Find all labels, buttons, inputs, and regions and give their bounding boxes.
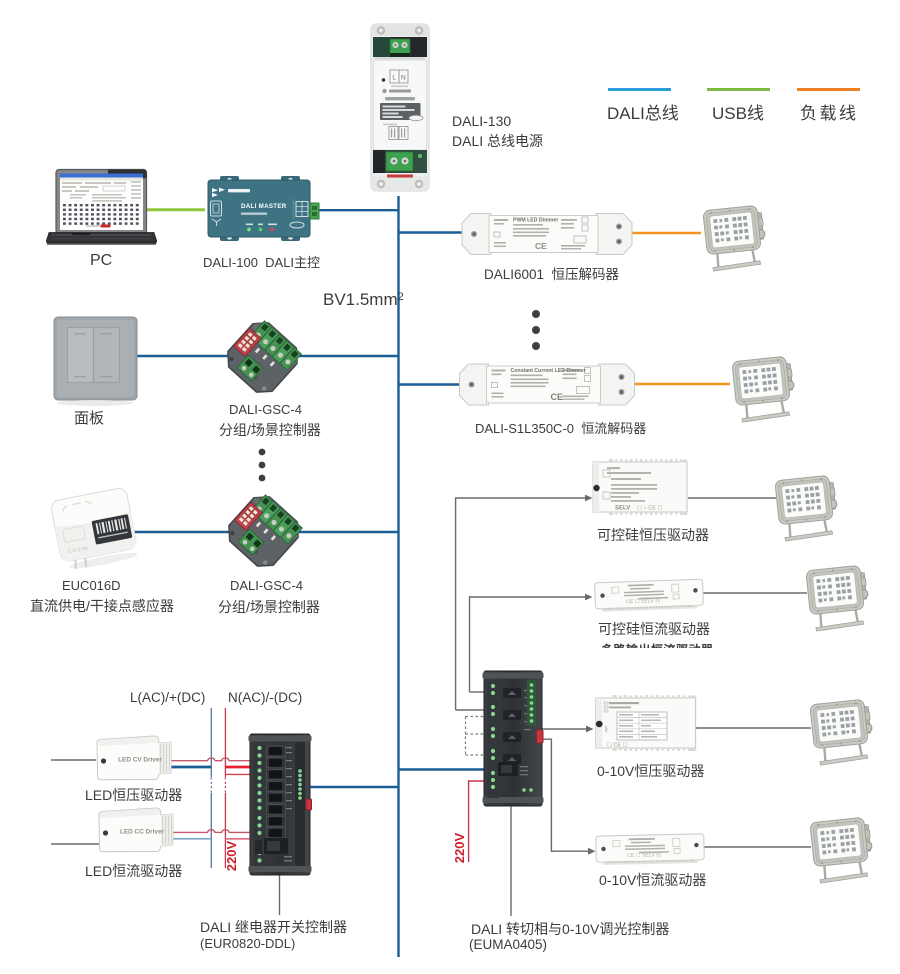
svg-text:L: L [392, 75, 396, 82]
svg-text:CE: CE [551, 392, 564, 402]
svg-text:LED CV Driver: LED CV Driver [118, 757, 162, 764]
svg-text:C ☒ 0798: C ☒ 0798 [67, 545, 88, 554]
svg-text:LED CC Driver: LED CC Driver [120, 829, 165, 836]
svg-text:DALI MASTER: DALI MASTER [241, 203, 287, 210]
svg-text:Constant Current LED Dimmer: Constant Current LED Dimmer [511, 368, 586, 374]
svg-text:N: N [401, 75, 406, 82]
svg-text:☐ CE ☐: ☐ CE ☐ [607, 742, 628, 749]
